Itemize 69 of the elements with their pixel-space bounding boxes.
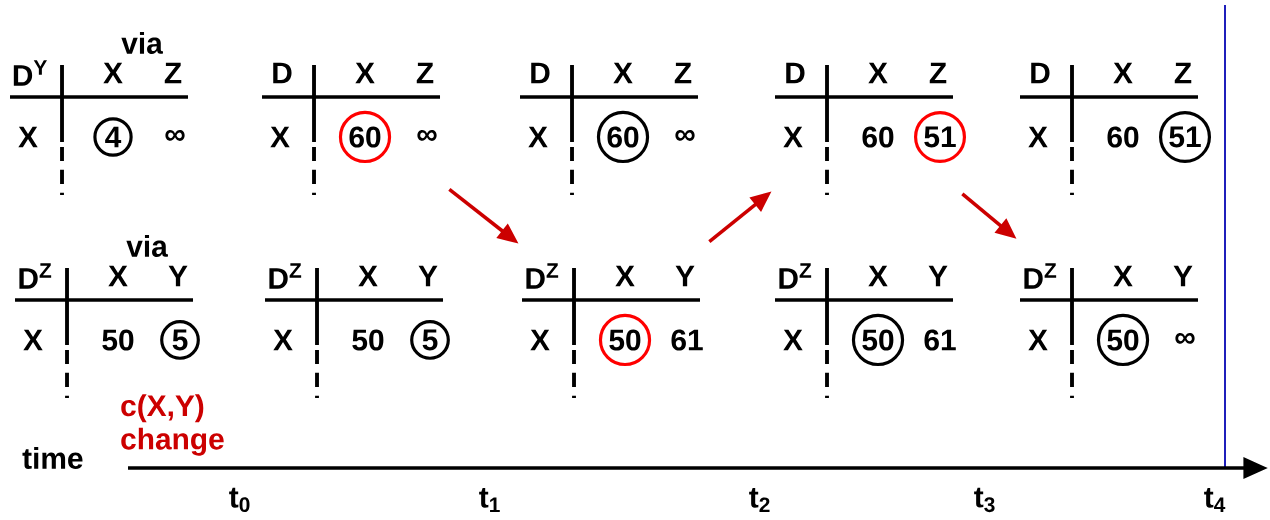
table-value: 60: [862, 126, 894, 148]
circled-value: 51: [1159, 111, 1211, 163]
row-label: X: [783, 126, 803, 148]
table-heading: Z: [164, 62, 182, 84]
table-heading: Z: [416, 62, 434, 84]
table-heading: D$^{Z}$: [19, 263, 52, 289]
table-heading: X: [108, 265, 128, 287]
row-label: X: [1028, 126, 1048, 148]
table-heading: Y: [928, 265, 948, 287]
table-heading: D: [531, 62, 550, 84]
tick-label: t$_{2}$: [749, 487, 770, 512]
event-note: c(X,Y) change: [121, 394, 224, 456]
table-heading: Y: [1173, 265, 1193, 287]
circled-value: 5: [160, 320, 200, 360]
tick-label: t$_{3}$: [974, 487, 995, 513]
table-heading: Y: [418, 265, 438, 287]
table-value: 50: [102, 329, 134, 351]
table-heading: Z: [1174, 62, 1192, 84]
tick-label: t$_{1}$: [479, 487, 500, 512]
table-heading: D$^{Z}$: [1024, 263, 1057, 289]
table-heading: D$^{Z}$: [779, 263, 812, 289]
table-value: 61: [671, 329, 703, 351]
circled-value: 60: [338, 110, 392, 164]
table-heading: X: [1113, 265, 1133, 287]
table-value: ∞: [675, 129, 695, 141]
table-value: 50: [352, 329, 384, 351]
table-heading: Z: [674, 62, 692, 84]
row-label: X: [18, 126, 38, 148]
row-label: X: [270, 126, 290, 148]
table-heading: D$^{Z}$: [269, 263, 302, 289]
axis-label: time: [22, 447, 83, 469]
circled-value: 60: [596, 110, 650, 164]
table-heading: D: [1031, 62, 1050, 84]
table-value: ∞: [165, 129, 185, 141]
table-heading: Y: [168, 265, 188, 287]
table-heading: via: [121, 32, 163, 54]
table-heading: X: [868, 62, 888, 84]
table-heading: Y: [675, 265, 695, 287]
table-heading: X: [615, 265, 635, 287]
row-label: X: [273, 329, 293, 351]
row-label: X: [23, 329, 43, 351]
table-heading: Z: [929, 62, 947, 84]
table-heading: X: [868, 265, 888, 287]
table-heading: D: [273, 62, 292, 84]
circled-value: 50: [851, 313, 905, 367]
table-heading: X: [355, 62, 375, 84]
row-label: X: [530, 329, 550, 351]
table-heading: X: [358, 265, 378, 287]
row-label: X: [528, 126, 548, 148]
table-heading: X: [613, 62, 633, 84]
table-value: ∞: [417, 129, 437, 141]
table-heading: D$^{Y}$: [13, 60, 47, 86]
circled-value: 50: [598, 313, 652, 367]
table-heading: X: [1113, 62, 1133, 84]
table-value: 61: [924, 329, 956, 351]
table-value: ∞: [1175, 332, 1195, 344]
table-heading: via: [126, 235, 168, 257]
tick-label: t$_{0}$: [229, 487, 250, 513]
circled-value: 50: [1096, 313, 1150, 367]
row-label: X: [783, 329, 803, 351]
row-label: X: [1028, 329, 1048, 351]
table-value: 60: [1107, 126, 1139, 148]
circled-value: 4: [93, 117, 133, 157]
table-heading: D: [786, 62, 805, 84]
circled-value: 51: [914, 111, 966, 163]
circled-value: 5: [410, 320, 450, 360]
table-heading: D$^{Z}$: [526, 263, 559, 289]
tick-label: t$_{4}$: [1204, 487, 1226, 512]
table-heading: X: [103, 62, 123, 84]
